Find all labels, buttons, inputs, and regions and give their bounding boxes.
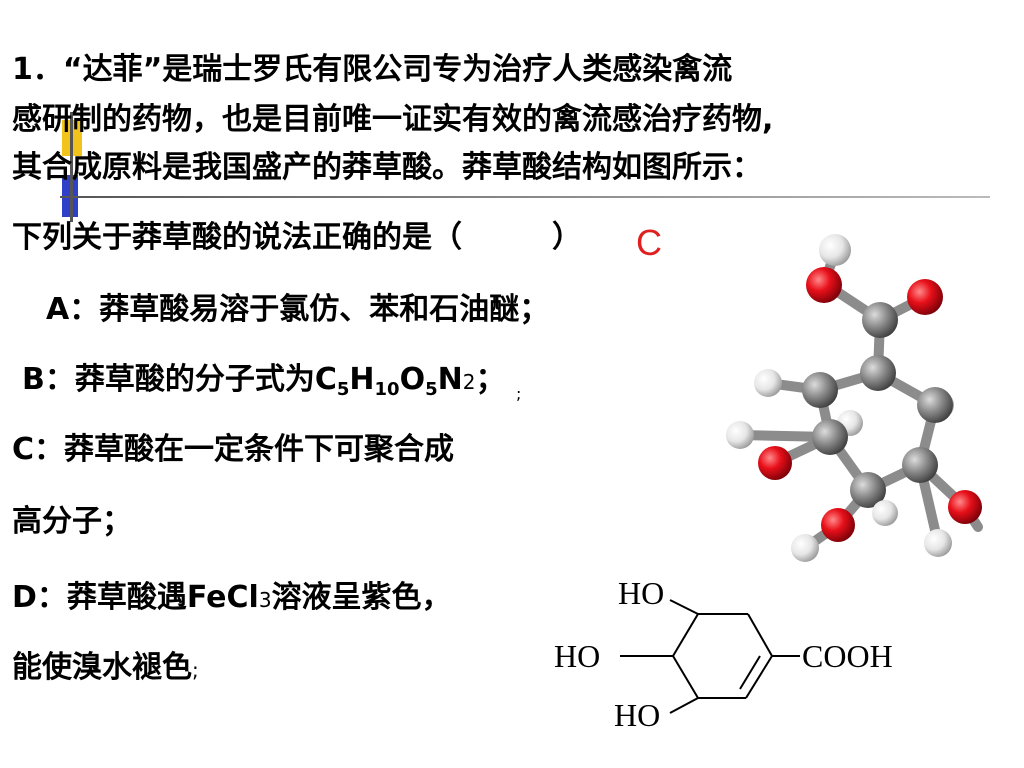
ring-bonds bbox=[620, 599, 800, 714]
sub-o: 5 bbox=[425, 379, 438, 400]
carbon-atom bbox=[860, 355, 896, 391]
ho-left-label: HO bbox=[554, 638, 600, 674]
stray-semicolon: ; bbox=[515, 384, 522, 403]
oxygen-atom bbox=[758, 446, 792, 480]
option-c-line-2: 高分子； bbox=[12, 504, 132, 539]
sub-n: 2 bbox=[462, 370, 476, 394]
question-prompt: 下列关于莽草酸的说法正确的是（ ） bbox=[12, 218, 582, 258]
ball-stick-model bbox=[726, 234, 983, 562]
decor-vertical-line bbox=[70, 112, 73, 222]
hydrogen-atom bbox=[754, 369, 782, 397]
structural-formula: HO HO HO COOH bbox=[554, 575, 893, 733]
option-b-text: B：莽草酸的分子式为C bbox=[22, 362, 337, 397]
decor-horizontal-line bbox=[60, 196, 990, 198]
oxygen-atom bbox=[821, 508, 855, 542]
option-b-end: ； bbox=[475, 362, 506, 397]
question-line-1: 1．“达菲”是瑞士罗氏有限公司专为治疗人类感染禽流 bbox=[12, 52, 733, 87]
prompt-text: 下列关于莽草酸的说法正确的是（ bbox=[12, 220, 462, 255]
symbol-n: N bbox=[437, 362, 463, 397]
hydrogen-atom bbox=[872, 500, 898, 526]
answer-mark: C bbox=[636, 222, 662, 263]
sub-c: 5 bbox=[336, 379, 350, 400]
oxygen-atom bbox=[907, 279, 943, 315]
symbol-o: O bbox=[399, 362, 426, 397]
carbon-atom bbox=[917, 387, 953, 423]
cooh-label: COOH bbox=[802, 638, 893, 674]
sub-cl: 3 bbox=[258, 588, 272, 612]
hydrogen-atom bbox=[819, 234, 851, 266]
option-d-line-2-text: 能使溴水褪色 bbox=[12, 650, 192, 685]
carbon-atom bbox=[862, 302, 898, 338]
option-c-line-1: C：莽草酸在一定条件下可聚合成 bbox=[12, 432, 455, 467]
sub-h: 10 bbox=[374, 379, 400, 400]
option-b: B：莽草酸的分子式为C5H10O5N2； ; bbox=[22, 360, 521, 414]
carbon-atom bbox=[802, 372, 838, 408]
hydrogen-atom bbox=[791, 534, 819, 562]
option-a: A：莽草酸易溶于氯仿、苯和石油醚； bbox=[46, 292, 550, 327]
option-d-end: ; bbox=[192, 658, 199, 682]
carbon-atom bbox=[812, 419, 848, 455]
option-d-line-2: 能使溴水褪色; bbox=[12, 648, 199, 690]
hydrogen-atom bbox=[924, 529, 952, 557]
oxygen-atom bbox=[806, 267, 842, 303]
question-line-2: 感研制的药物，也是目前唯一证实有效的禽流感治疗药物, bbox=[12, 102, 774, 137]
option-d-rest: 溶液呈紫色， bbox=[271, 580, 452, 615]
carbon-atom bbox=[902, 447, 938, 483]
ho-top-label: HO bbox=[618, 575, 664, 611]
option-d-text: D：莽草酸遇FeCl bbox=[12, 580, 259, 615]
oxygen-atom bbox=[948, 490, 982, 524]
carbon-atom bbox=[850, 472, 886, 508]
ho-bottom-label: HO bbox=[614, 697, 660, 733]
hydrogen-atom bbox=[726, 421, 754, 449]
option-d: D：莽草酸遇FeCl3溶液呈紫色， bbox=[12, 578, 452, 620]
prompt-close: ） bbox=[552, 220, 582, 255]
question-line-3: 其合成原料是我国盛产的莽草酸。莽草酸结构如图所示： bbox=[12, 150, 762, 185]
symbol-h: H bbox=[349, 362, 375, 397]
